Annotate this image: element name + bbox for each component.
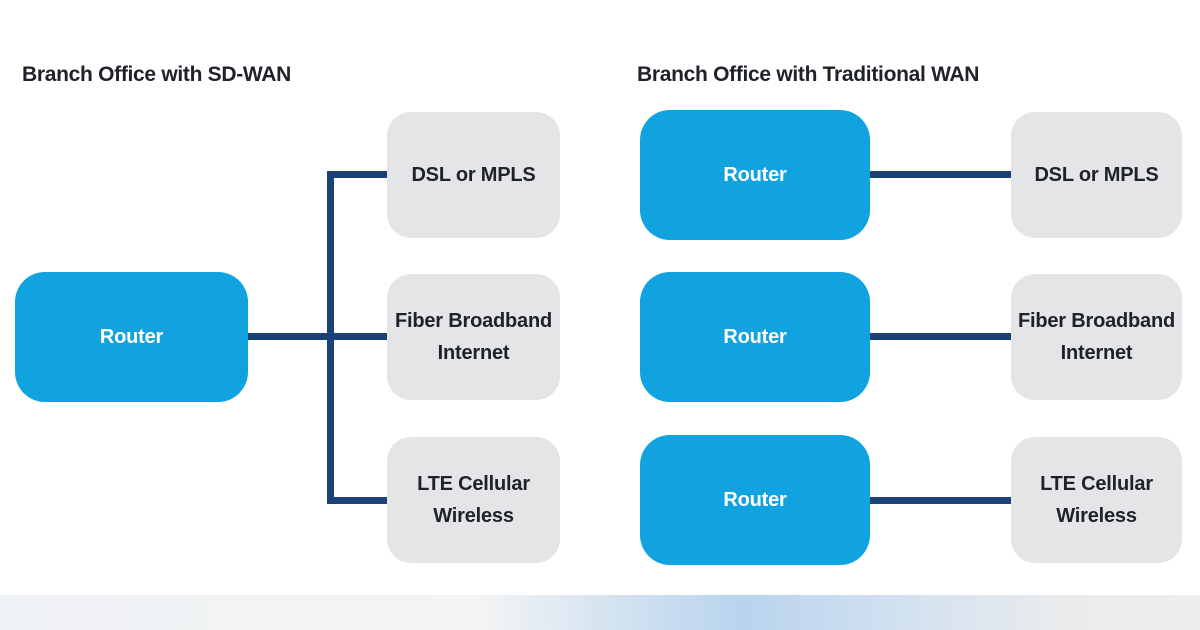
sdwan-link-fiber-label: Fiber Broadband Internet bbox=[394, 310, 552, 364]
wan-link-lte-box: LTE Cellular Wireless bbox=[1011, 437, 1182, 563]
connector-line-sdwan-middle bbox=[248, 333, 388, 340]
wan-router-label-1: Router bbox=[723, 164, 787, 186]
wan-link-fiber-label: Fiber Broadband Internet bbox=[1017, 310, 1175, 364]
sdwan-link-lte-box: LTE Cellular Wireless bbox=[387, 437, 560, 563]
sdwan-link-dsl-box: DSL or MPLS bbox=[387, 112, 560, 238]
connector-line-wan-3 bbox=[870, 497, 1011, 504]
connector-line-wan-1 bbox=[870, 171, 1011, 178]
wan-router-label-2: Router bbox=[723, 326, 787, 348]
sdwan-link-dsl-label: DSL or MPLS bbox=[411, 164, 536, 186]
sdwan-link-fiber-box: Fiber Broadband Internet bbox=[387, 274, 560, 400]
sdwan-router-label: Router bbox=[99, 326, 164, 348]
connector-line-sdwan-top bbox=[327, 171, 389, 178]
connector-line-wan-2 bbox=[870, 333, 1011, 340]
wan-router-box-3: Router bbox=[640, 435, 870, 565]
sdwan-link-lte-label: LTE Cellular Wireless bbox=[417, 473, 530, 527]
wan-link-dsl-label: DSL or MPLS bbox=[1034, 164, 1159, 186]
wan-router-label-3: Router bbox=[723, 489, 787, 511]
right-diagram-title: Branch Office with Traditional WAN bbox=[637, 63, 980, 86]
top-gradient-strip bbox=[0, 0, 1200, 42]
connector-line-sdwan-trunk bbox=[327, 171, 334, 504]
bottom-gradient-strip bbox=[0, 595, 1200, 630]
left-diagram-title: Branch Office with SD-WAN bbox=[22, 63, 292, 86]
wan-link-lte-label: LTE Cellular Wireless bbox=[1040, 473, 1153, 527]
connector-line-sdwan-bottom bbox=[327, 497, 389, 504]
wan-router-box-1: Router bbox=[640, 110, 870, 240]
wan-router-box-2: Router bbox=[640, 272, 870, 402]
wan-link-fiber-box: Fiber Broadband Internet bbox=[1011, 274, 1182, 400]
sdwan-router-box: Router bbox=[15, 272, 248, 402]
wan-link-dsl-box: DSL or MPLS bbox=[1011, 112, 1182, 238]
